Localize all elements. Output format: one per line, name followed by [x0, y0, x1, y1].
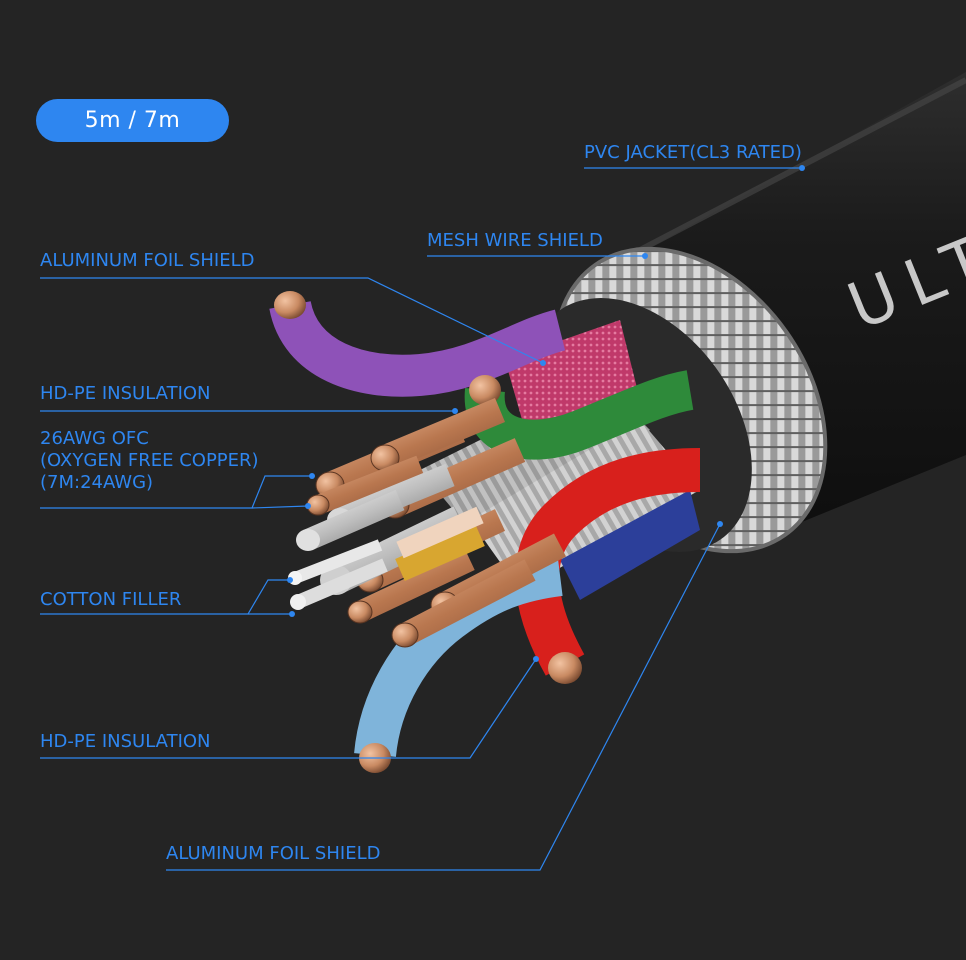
pointer-aluminum-foil-top: [40, 277, 544, 364]
label-aluminum-foil-shield-top: ALUMINUM FOIL SHIELD: [40, 250, 255, 271]
label-cotton-filler: COTTON FILLER: [40, 589, 182, 610]
label-ofc-line2: (OXYGEN FREE COPPER): [40, 450, 259, 471]
length-badge: 5m / 7m: [36, 99, 229, 142]
cream-insulation: [396, 506, 484, 559]
pointer-cotton-1: [40, 579, 290, 615]
label-ofc-line1: 26AWG OFC: [40, 428, 149, 449]
purple-wire: [269, 291, 566, 397]
cotton-filler: [288, 539, 388, 610]
gold-twisted-pair: [395, 524, 485, 581]
pvc-jacket: [610, 72, 966, 535]
pointer-ofc-2: [251, 505, 309, 509]
pointer-lines: [40, 167, 802, 871]
pointer-aluminum-foil-bottom: [166, 523, 721, 871]
label-ofc-line3: (7M:24AWG): [40, 472, 154, 493]
label-mesh-wire-shield: MESH WIRE SHIELD: [427, 230, 603, 251]
label-hdpe-insulation-bottom: HD-PE INSULATION: [40, 731, 211, 752]
pointer-ofc: [40, 475, 312, 509]
pointer-dots: [287, 165, 805, 662]
label-ofc: 26AWG OFC (OXYGEN FREE COPPER) (7M:24AWG…: [40, 428, 259, 494]
label-aluminum-foil-shield-bottom: ALUMINUM FOIL SHIELD: [166, 843, 381, 864]
label-hdpe-insulation-top: HD-PE INSULATION: [40, 383, 211, 404]
pointer-hdpe-bottom: [40, 658, 537, 759]
red-wire: [515, 448, 701, 684]
label-pvc-jacket: PVC JACKET(CL3 RATED): [584, 142, 802, 163]
